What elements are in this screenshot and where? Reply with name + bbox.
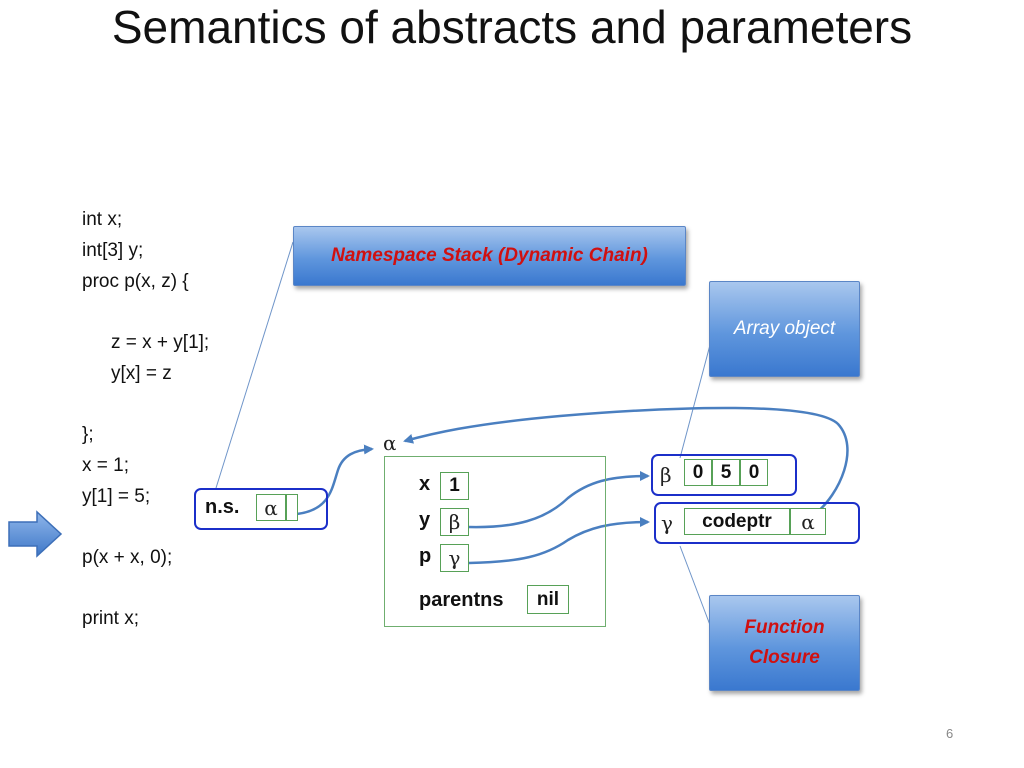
closure-handle: γ [661,511,673,535]
code-line: y[1] = 5; [82,486,151,507]
array-object-callout: Array object [709,281,860,377]
namespace-stack-label: Namespace Stack (Dynamic Chain) [331,245,648,266]
array-cell-1: 5 [712,459,740,486]
ns-pointer-value: α [264,495,278,520]
array-handle: β [660,463,672,487]
ns-label: n.s. [205,496,240,518]
closure-env-to-frame-arrow [403,406,849,515]
frame-row-name-x: x [419,473,431,495]
closure-env-value: α [801,509,815,534]
p-to-closure-arrow [468,517,650,565]
frame-row-value-y-text: β [448,510,461,534]
ns-to-frame-arrow [296,444,374,516]
code-line: int[3] y; [82,240,144,261]
closure-box [654,502,860,544]
frame-row-name-y: y [419,509,431,531]
function-closure-label-line2: Closure [749,647,820,668]
closure-callout-leader [679,545,711,626]
code-line: x = 1; [82,455,129,476]
ns-pointer-cell: α [256,494,286,521]
frame-row-name-parentns: parentns [419,589,504,611]
array-object-label: Array object [733,318,836,339]
namespace-callout-leader [215,241,294,489]
frame-row-value-x: 1 [440,472,469,500]
code-line: print x; [82,608,140,629]
namespace-stack-callout: Namespace Stack (Dynamic Chain) [293,226,686,286]
function-closure-callout: Function Closure [709,595,860,691]
frame-handle: α [383,431,397,455]
page-number: 6 [946,726,954,741]
array-cell-0: 0 [684,459,712,486]
code-line: int x; [82,209,123,230]
array-cell-2: 0 [740,459,768,486]
y-to-array-arrow [468,471,650,529]
array-callout-leader [679,344,711,459]
function-closure-label-line1: Function [744,617,825,638]
namespace-stack-box [194,488,328,530]
closure-env-cell: α [790,508,826,535]
code-line: proc p(x, z) { [82,271,189,292]
namespace-frame [384,456,606,627]
closure-code-cell: codeptr [684,508,790,535]
code-line: z = x + y[1]; [111,332,210,353]
current-line-pointer-arrow [8,510,63,558]
code-line: p(x + x, 0); [82,547,173,568]
slide-title: Semantics of abstracts and parameters [111,1,913,53]
code-line: y[x] = z [111,363,172,384]
frame-row-name-p: p [419,545,432,567]
frame-row-value-p-text: γ [448,546,461,570]
ns-empty-cell [286,494,298,521]
frame-row-value-p: γ [440,544,469,572]
frame-row-value-parentns: nil [527,585,569,614]
frame-row-value-y: β [440,508,469,536]
array-object-box [651,454,797,496]
code-line: }; [82,424,94,445]
